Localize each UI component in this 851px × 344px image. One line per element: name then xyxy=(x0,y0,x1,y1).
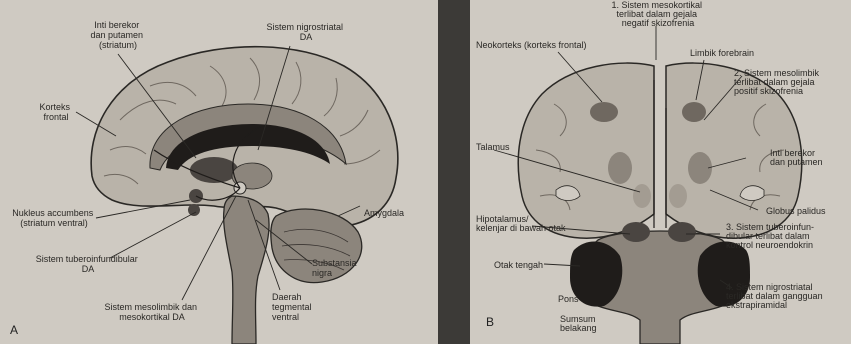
label-nucleus-accumbens: Nukleus accumbens (striatum ventral) xyxy=(12,208,96,228)
caudate-left xyxy=(608,152,632,184)
thalamus-right xyxy=(669,184,687,208)
limbic-region xyxy=(682,102,706,122)
label-thalamus: Talamus xyxy=(476,142,510,152)
sagittal-brain-diagram: Inti berekor dan putamen (striatum) Sist… xyxy=(0,0,438,344)
label-caudate-putamen: Inti berekor dan putamen xyxy=(770,148,823,167)
coronal-brain-diagram: 1. Sistem mesokortikal terlibat dalam ge… xyxy=(470,0,851,344)
label-ventral-tegmental-area: Daerah tegmental ventral xyxy=(272,292,314,322)
label-tuberoinfundibular-da: Sistem tuberoinfundibular DA xyxy=(36,254,141,274)
label-nigrostriatal: 4. Sistem nigrostriatal terlibat dalam g… xyxy=(726,282,825,310)
panel-letter-b: B xyxy=(486,315,494,329)
vta-region xyxy=(668,222,696,242)
label-mesocortical-negative: 1. Sistem mesokortikal terlibat dalam ge… xyxy=(611,0,704,28)
label-tuberoinfundibular: 3. Sistem tuberoinfun- dibular terlibat … xyxy=(726,222,817,250)
panel-b-coronal: 1. Sistem mesokortikal terlibat dalam ge… xyxy=(470,0,851,344)
label-globus-pallidus: Globus palidus xyxy=(766,206,826,216)
panel-letter-a: A xyxy=(10,323,18,337)
label-nigrostriatal-da: Sistem nigrostriatal DA xyxy=(266,22,345,42)
label-striatum: Inti berekor dan putamen (striatum) xyxy=(90,20,145,50)
label-mesolimbic-mesocortical: Sistem mesolimbik dan mesokortikal DA xyxy=(104,302,199,322)
label-spinal-cord: Sumsum belakang xyxy=(560,314,598,333)
thalamus-left xyxy=(633,184,651,208)
label-neocortex: Neokorteks (korteks frontal) xyxy=(476,40,587,50)
panel-a-sagittal: Inti berekor dan putamen (striatum) Sist… xyxy=(0,0,438,344)
label-mesolimbic-positive: 2. Sistem mesolimbik terlibat dalam geja… xyxy=(734,68,822,96)
label-midbrain: Otak tengah xyxy=(494,260,543,270)
neocortex-region xyxy=(590,102,618,122)
label-frontal-cortex: Korteks frontal xyxy=(39,102,72,122)
coronal-pathways xyxy=(654,80,666,228)
label-limbic-forebrain: Limbik forebrain xyxy=(690,48,754,58)
brainstem xyxy=(224,196,269,344)
dopamine-nucleus xyxy=(188,204,200,216)
label-pons: Pons xyxy=(558,294,579,304)
label-amygdala: Amygdala xyxy=(364,208,404,218)
hypothalamus-region xyxy=(622,222,650,242)
